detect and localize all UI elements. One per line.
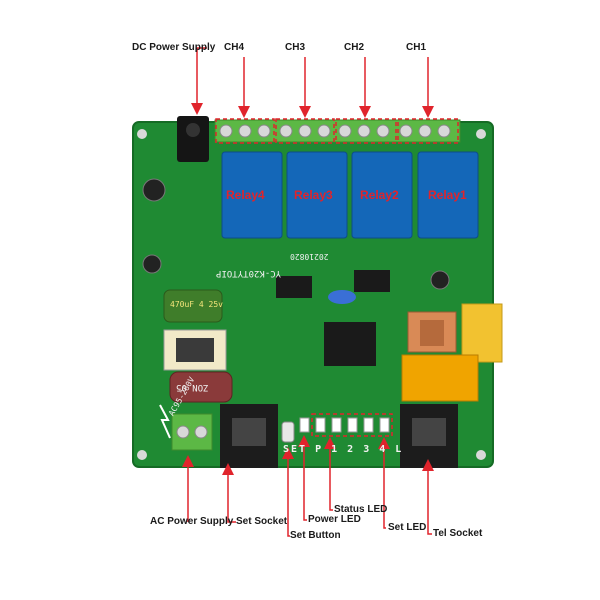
relay-2 (351, 151, 413, 239)
dc-jack (177, 116, 209, 162)
varistor (169, 371, 233, 403)
ic-main (324, 322, 376, 366)
set-socket-arrow (222, 463, 236, 523)
ac-power-supply-label: AC Power Supply (150, 516, 234, 527)
ic-chip-2 (354, 270, 390, 292)
status-led-box (311, 413, 393, 437)
relay2-label: Relay2 (360, 188, 399, 202)
ch4-label: CH4 (224, 42, 245, 53)
ch4-box (215, 118, 275, 144)
status-led-arrow (324, 437, 336, 511)
board-id: YC-K20TYTOIP (216, 268, 282, 278)
blue-capacitor (328, 290, 356, 304)
set-led-arrow (378, 437, 390, 529)
capacitor-small (142, 178, 166, 202)
status-led-label: Status LED (334, 504, 388, 515)
set-button (281, 421, 295, 443)
mount-hole (137, 129, 147, 139)
capacitor-text: 470uF 4 25v (170, 300, 223, 309)
relay-1 (417, 151, 479, 239)
ic-chip (276, 276, 312, 298)
dc-power-supply-label: DC Power Supply (132, 42, 216, 53)
ch1-label: CH1 (406, 42, 427, 53)
mount-hole (476, 450, 486, 460)
relay-3 (286, 151, 348, 239)
relay4-label: Relay4 (226, 188, 265, 202)
capacitor-470uf (163, 289, 223, 323)
tel-socket-arrow (422, 459, 434, 535)
relay3-label: Relay3 (294, 188, 333, 202)
relays (221, 151, 479, 239)
capacitor-small-2 (142, 254, 162, 274)
date-code: 20210820 (290, 252, 329, 261)
relay-4 (221, 151, 283, 239)
ch3-box (275, 118, 335, 144)
ch2-box (335, 118, 397, 144)
yellow-capacitor (461, 303, 503, 363)
set-button-arrow (282, 447, 294, 537)
terminal-blocks (214, 119, 461, 143)
set-led-label: Set LED (388, 522, 427, 533)
led-row (299, 417, 390, 433)
ch2-label: CH2 (344, 42, 365, 53)
dc-power-arrow (191, 47, 207, 115)
led-numbers: SET P 1 2 3 4 L (283, 444, 404, 455)
capacitor-small-3 (430, 270, 450, 290)
ch3-label: CH3 (285, 42, 306, 53)
relay-orange (401, 354, 479, 402)
mount-hole (476, 129, 486, 139)
tel-socket-label: Tel Socket (433, 528, 483, 539)
set-socket-label: Set Socket (236, 516, 288, 527)
set-button-label: Set Button (290, 530, 341, 541)
power-led-label: Power LED (308, 514, 361, 525)
ch1-box (397, 118, 459, 144)
high-voltage-icon (159, 404, 171, 439)
mount-hole (137, 450, 147, 460)
relay1-label: Relay1 (428, 188, 467, 202)
power-led-arrow (298, 435, 310, 521)
